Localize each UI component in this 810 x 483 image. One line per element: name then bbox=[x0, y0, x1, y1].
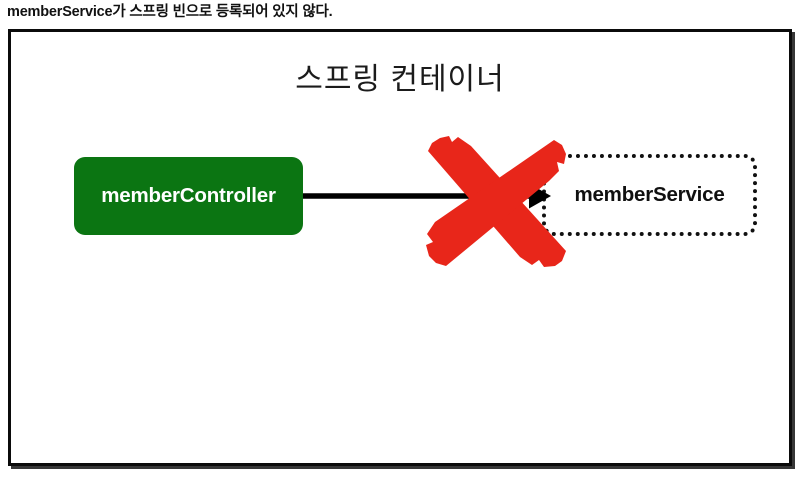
blocked-x-mark bbox=[416, 114, 566, 269]
node-member-service[interactable]: memberService bbox=[542, 154, 757, 236]
node-member-controller[interactable]: memberController bbox=[74, 157, 303, 235]
node-member-service-label: memberService bbox=[574, 183, 725, 206]
node-member-controller-label: memberController bbox=[101, 184, 276, 207]
diagram-caption: memberService가 스프링 빈으로 등록되어 있지 않다. bbox=[7, 4, 333, 20]
spring-container-frame: 스프링 컨테이너 memberController memberService bbox=[8, 29, 792, 466]
red-x-icon bbox=[426, 136, 566, 267]
spring-container-title: 스프링 컨테이너 bbox=[295, 63, 505, 96]
